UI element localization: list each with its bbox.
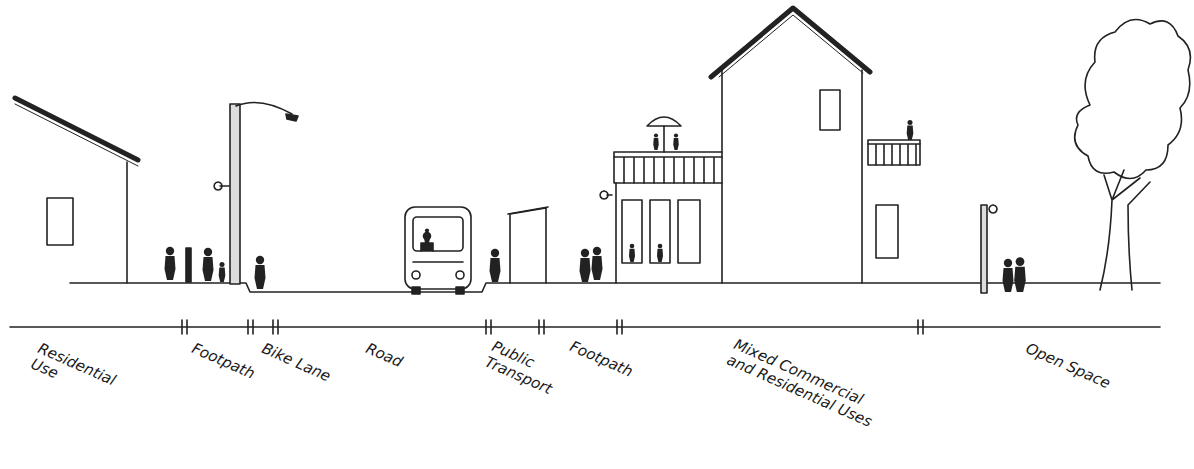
- section-axis: [10, 320, 1160, 334]
- mixed-use-building: [600, 8, 920, 283]
- bus-shelter: [508, 207, 548, 283]
- people: [165, 120, 1026, 292]
- zone-label: Bike Lane: [259, 340, 348, 392]
- zone-label: Footpath: [567, 338, 652, 388]
- zone-label: Public Transport: [482, 338, 569, 402]
- bus: [405, 207, 471, 294]
- zone-label: Footpath: [189, 340, 269, 388]
- park-lamp: [981, 205, 997, 293]
- bollard: [186, 248, 191, 282]
- zone-label: Open Space: [1023, 340, 1121, 396]
- house: [15, 98, 138, 283]
- zone-label: Residential Use: [28, 340, 129, 410]
- zone-label: Mixed Commercial and Residential Uses: [724, 336, 884, 432]
- tree: [1075, 20, 1191, 291]
- street-lamp: [214, 102, 298, 284]
- zone-label: Road: [363, 340, 425, 380]
